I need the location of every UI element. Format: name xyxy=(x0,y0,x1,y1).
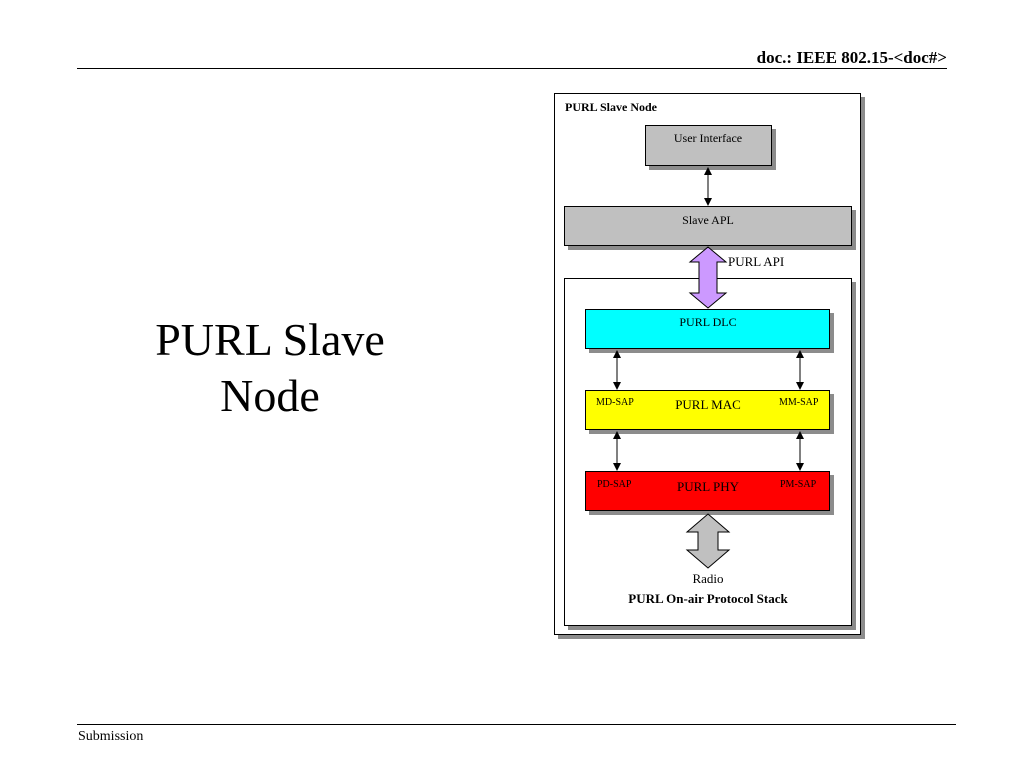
footer-label: Submission xyxy=(78,729,144,744)
pm-sap-label: PM-SAP xyxy=(780,479,817,490)
purl-api-label: PURL API xyxy=(728,254,785,269)
slide-title: PURL Slave Node xyxy=(110,312,430,424)
slave-apl-box xyxy=(564,206,852,246)
header-rule xyxy=(77,68,947,69)
purl-phy-label: PURL PHY xyxy=(676,479,740,494)
purl-mac-label: PURL MAC xyxy=(675,397,741,412)
pd-sap-label: PD-SAP xyxy=(597,479,632,490)
user-interface-label: User Interface xyxy=(673,131,743,145)
md-sap-label: MD-SAP xyxy=(596,397,634,408)
slide-title-line-1: PURL Slave xyxy=(155,314,385,365)
purl-mac-box xyxy=(585,390,830,430)
user-interface-box xyxy=(645,125,772,166)
slide-title-line-2: Node xyxy=(220,370,320,421)
purl-dlc-box xyxy=(585,309,830,349)
purl-dlc-label: PURL DLC xyxy=(679,315,737,329)
doc-id-header: doc.: IEEE 802.15-<doc#> xyxy=(756,48,947,67)
purl-api-arrow xyxy=(688,246,728,309)
footer-rule xyxy=(77,724,956,725)
purl-phy-box xyxy=(585,471,830,511)
stack-title: PURL On-air Protocol Stack xyxy=(628,591,788,606)
mm-sap-label: MM-SAP xyxy=(779,397,819,408)
radio-label: Radio xyxy=(692,571,724,586)
radio-arrow xyxy=(685,513,731,569)
node-title: PURL Slave Node xyxy=(565,100,658,114)
slave-apl-label: Slave APL xyxy=(682,213,734,227)
